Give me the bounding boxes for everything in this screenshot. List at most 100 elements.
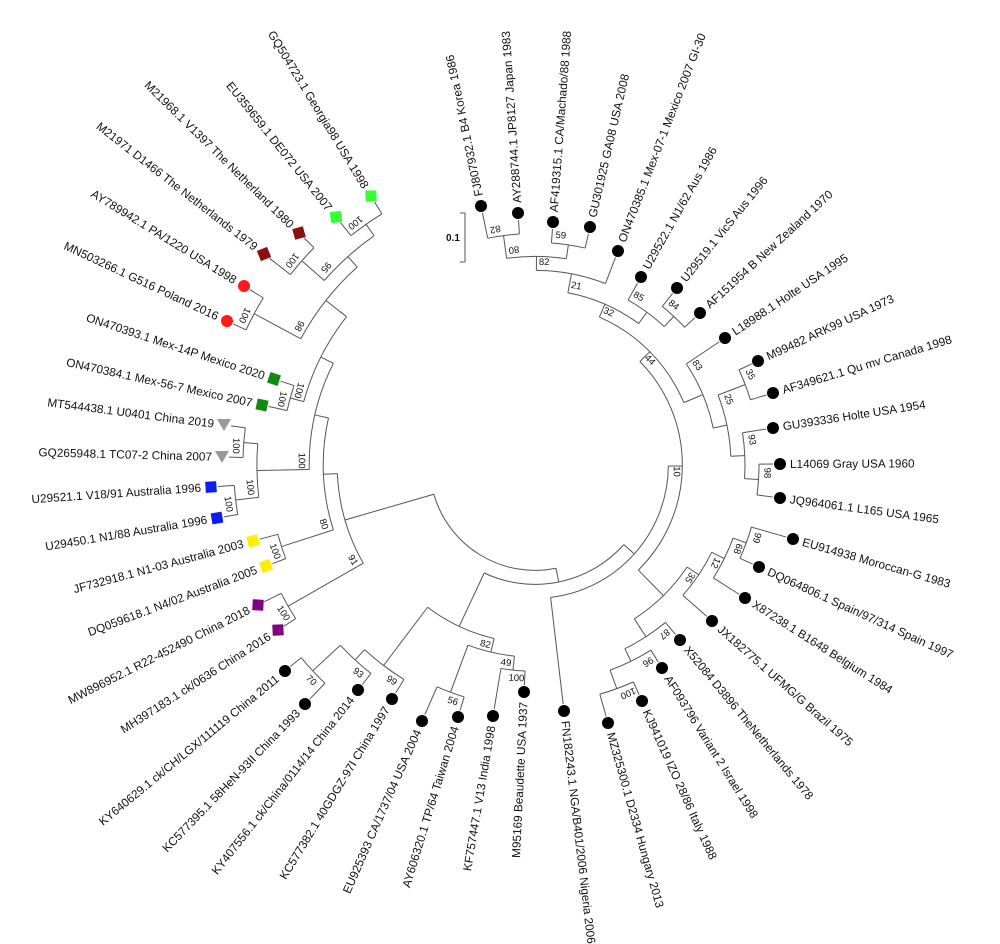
bootstrap-value: 80 (316, 518, 330, 531)
leaf-label: EU914938 Moroccan-G 1983 (801, 535, 953, 591)
leaf-label: GQ504723.1 Georgia98 USA 1998 (265, 28, 372, 191)
branch-line (339, 222, 352, 236)
branch-line (639, 351, 651, 362)
leaf-marker-circle (602, 717, 614, 729)
leaf-marker-circle (774, 458, 786, 470)
branch-line (281, 529, 334, 548)
bootstrap-value: 21 (570, 280, 582, 293)
leaf-marker-circle (512, 207, 524, 219)
leaf-marker-circle (656, 662, 668, 674)
branch-line (272, 558, 286, 565)
leaf: X87238.1 B1648 Belgium 1984 (739, 592, 896, 697)
leaf-marker-diamond (365, 190, 377, 202)
leaf-marker-square (267, 372, 281, 386)
branch-line (323, 473, 338, 475)
branch-line (717, 384, 746, 396)
bootstrap-value: 93 (745, 434, 757, 446)
leaf-marker-diamond (252, 599, 264, 611)
branch-arc (550, 466, 669, 598)
branch-line (665, 622, 676, 635)
bootstrap-value: 100 (274, 604, 292, 623)
branch-line (750, 394, 767, 401)
leaf-marker-circle (352, 684, 364, 696)
leaf-marker-triangle (215, 451, 229, 463)
bootstrap-value: 96 (640, 654, 655, 669)
bootstrap-value: 100 (275, 390, 289, 408)
leaf: AF419315.1 CA/Machado/88 1988 (547, 30, 574, 228)
leaf-marker-circle (753, 561, 765, 573)
bootstrap-value: 83 (689, 358, 704, 373)
branch-arc (484, 544, 625, 585)
leaf-label: U29450.1 N1/88 Australia 1996 (44, 513, 208, 554)
bootstrap-value: 100 (291, 381, 306, 399)
bootstrap-value: 100 (508, 673, 524, 685)
leaf-marker-circle (299, 698, 311, 710)
leaf-label: GU393336 Holte USA 1954 (782, 397, 927, 433)
bootstrap-value: 100 (230, 438, 241, 454)
branch-line (243, 442, 258, 445)
branch-line (268, 406, 288, 412)
bootstrap-value: 10 (671, 466, 682, 477)
tree-branches (217, 201, 787, 717)
leaf: MT544438.1 U0401 China 2019 (47, 395, 231, 431)
branch-line (283, 618, 296, 627)
branch-line (361, 673, 372, 685)
branch-line (223, 514, 238, 518)
leaf-label: AY288744.1 JP8127 Japan 1983 (499, 30, 525, 203)
bootstrap-values: 8259808284852135989325833299681210096873… (221, 213, 772, 708)
branch-line (730, 455, 745, 457)
branch-line (269, 257, 291, 275)
leaf-marker-circle (279, 665, 291, 677)
leaf-marker-triangle (217, 419, 231, 431)
leaf-marker-circle (739, 592, 751, 604)
bootstrap-value: 100 (283, 251, 301, 270)
bootstrap-value: 82 (479, 638, 492, 651)
leaf: U29521.1 V18/91 Australia 1996 (31, 481, 217, 507)
scale-bar-label: 0.1 (446, 233, 460, 244)
branch-line (383, 606, 428, 666)
bootstrap-value: 93 (350, 666, 365, 681)
branch-line (249, 289, 264, 299)
leaf-marker-diamond (272, 624, 284, 636)
branch-line (458, 572, 485, 627)
leaf: JQ964061.1 L165 USA 1965 (774, 492, 940, 526)
branch-line (490, 638, 495, 653)
branch-line (627, 282, 638, 301)
leaf-marker-circle (674, 634, 686, 646)
leaf-marker-square (255, 398, 269, 412)
leaf-label: U29521.1 V18/91 Australia 1996 (31, 481, 202, 507)
leaf: FJ807932.1 B4 Korea 1986 (443, 53, 487, 212)
bootstrap-value: 99 (384, 673, 399, 688)
leaf-label: FJ807932.1 B4 Korea 1986 (443, 53, 486, 198)
branch-line (637, 569, 664, 596)
bootstrap-value: 98 (292, 319, 307, 334)
leaf: U29450.1 N1/88 Australia 1996 (44, 511, 224, 554)
leaf-marker-circle (767, 422, 779, 434)
leaf-marker-square (258, 558, 274, 574)
leaf: EU359659.1 DE072 USA 2007 (223, 79, 343, 224)
leaf-marker-circle (487, 710, 499, 722)
leaf-label: JX182775.1 UFMG/G Brazil 1975 (715, 622, 856, 749)
branch-line (301, 260, 325, 281)
leaf-marker-circle (547, 216, 559, 228)
branch-line (493, 668, 502, 710)
branch-line (320, 356, 334, 364)
branch-line (713, 424, 728, 429)
branch-arc (717, 394, 732, 457)
bootstrap-value: 87 (657, 626, 672, 641)
branch-line (287, 562, 364, 607)
bootstrap-value: 100 (267, 542, 283, 561)
branch-line (517, 219, 520, 234)
branch-line (663, 316, 675, 327)
leaf-label: ON470385.1 Mex-07-1 Mexico 2007 GI-30 (615, 31, 709, 244)
branch-line (233, 323, 247, 331)
branch-line (459, 696, 465, 711)
leaf-label: KF757447.1 V13 India 1998 (460, 724, 498, 872)
bootstrap-value: 82 (539, 257, 550, 268)
branch-line (732, 537, 747, 544)
leaf-label: AF151954 B New Zealand 1970 (703, 187, 836, 311)
leaf-label: GQ265948.1 TC07-2 China 2007 (38, 445, 212, 463)
leaf-marker-circle (706, 615, 718, 627)
leaf-label: M95169 Beaudette USA 1937 (509, 702, 531, 859)
